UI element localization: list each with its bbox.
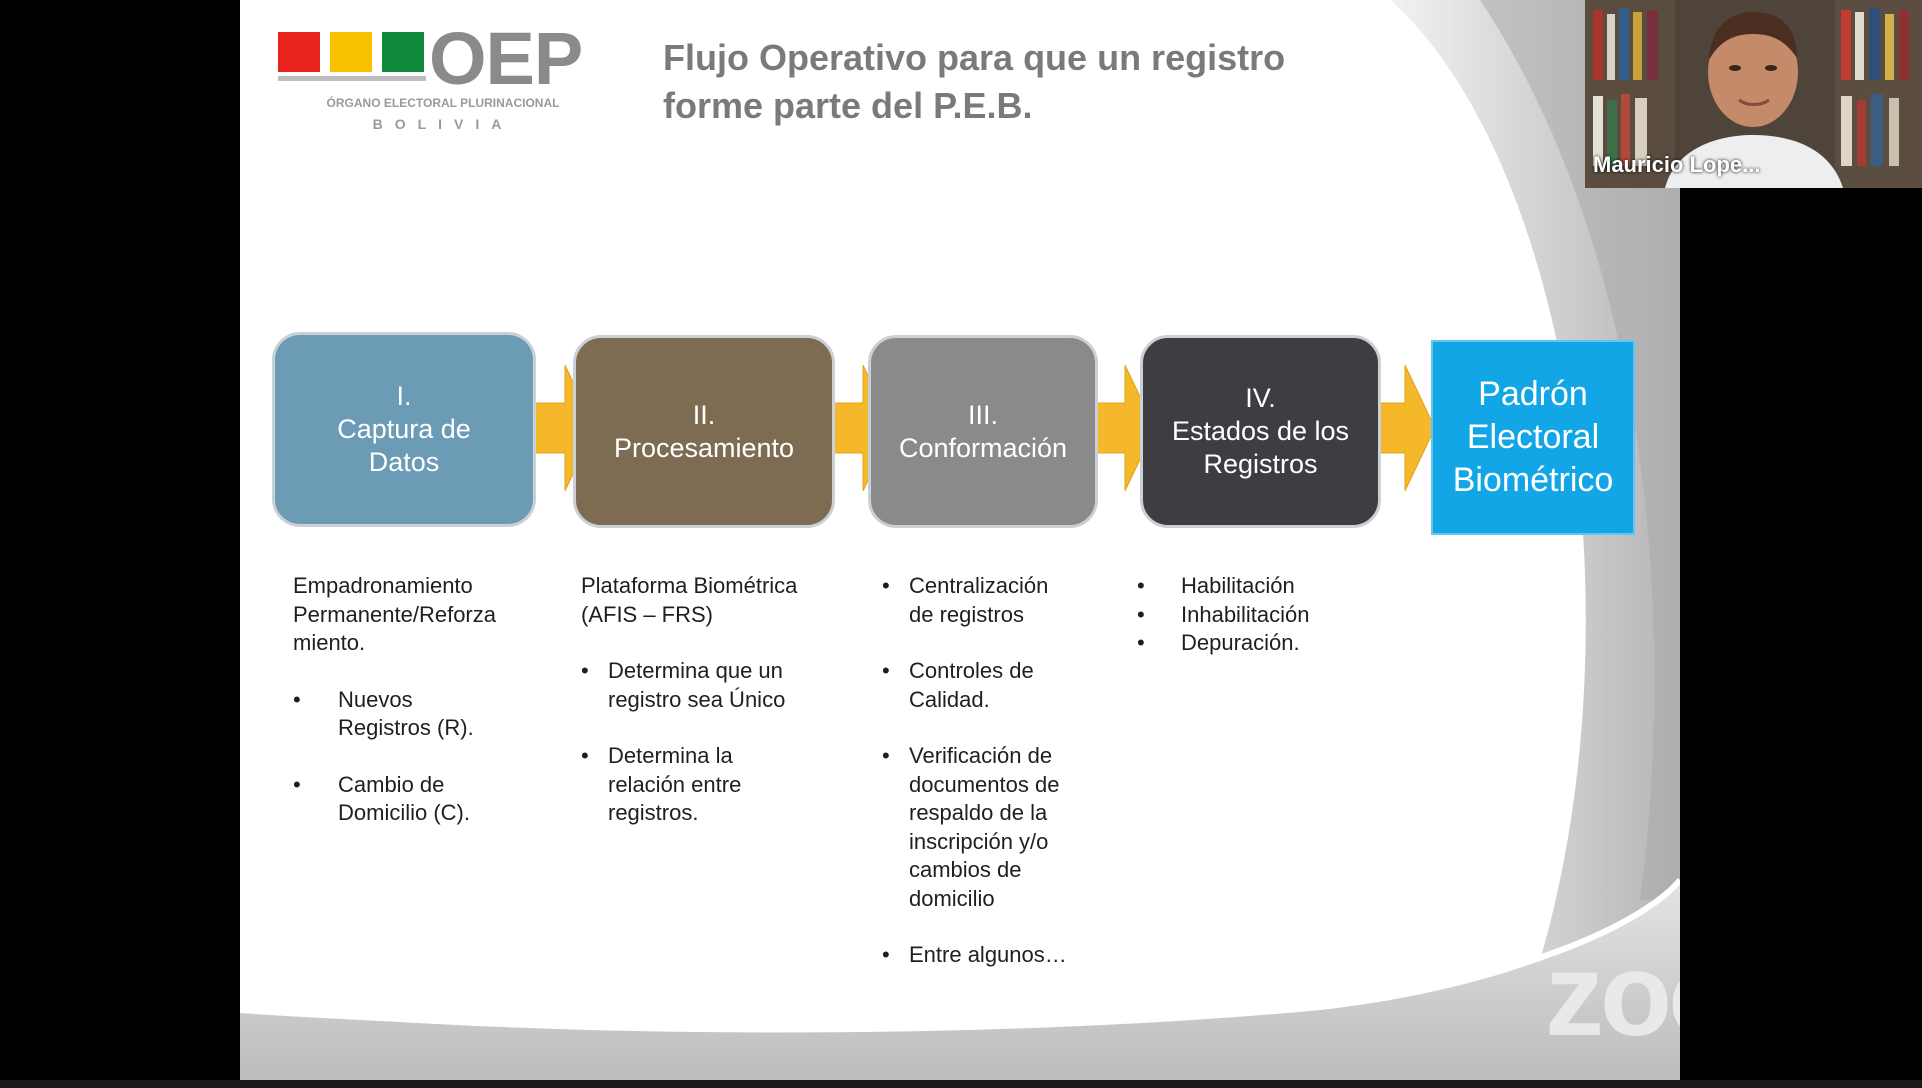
list-item-line: Entre algunos…: [909, 942, 1067, 967]
intro-line: Plataforma Biométrica: [581, 573, 798, 598]
details-estados: • Habilitación • Inhabilitación • Depura…: [1137, 572, 1377, 658]
list-item: • Nuevos Registros (R).: [293, 686, 543, 743]
intro-line: (AFIS – FRS): [581, 601, 714, 627]
details-procesamiento-intro: Plataforma Biométrica (AFIS – FRS): [581, 572, 841, 629]
list-item-line: de registros: [909, 601, 1024, 627]
step-2-number: II.: [692, 399, 716, 430]
result-line-3: Biométrico: [1452, 461, 1614, 499]
participant-video-tile[interactable]: Mauricio Lope...: [1585, 0, 1922, 188]
intro-line: Empadronamiento: [293, 573, 473, 598]
step-1-label-line-1: Captura de: [337, 414, 471, 444]
list-item-line: Determina que un: [608, 658, 783, 683]
participant-name-label: Mauricio Lope...: [1593, 152, 1761, 177]
list-item: • Centralización de registros: [882, 572, 1112, 629]
step-4-number: IV.: [1245, 383, 1276, 413]
details-captura-intro: Empadronamiento Permanente/Reforza mient…: [293, 572, 543, 658]
bullet-icon: •: [1137, 630, 1145, 655]
bullet-icon: •: [882, 942, 890, 967]
logo-country: BOLIVIA: [372, 116, 514, 132]
bullet-icon: •: [581, 658, 589, 683]
details-captura-list: • Nuevos Registros (R). • Cambio de Domi…: [293, 686, 543, 828]
logo-stripe: [278, 76, 426, 81]
details-procesamiento-list: • Determina que un registro sea Único • …: [581, 657, 841, 828]
bullet-icon: •: [882, 658, 890, 683]
intro-line: miento.: [293, 630, 366, 655]
result-padron-electoral-biometrico: Padrón Electoral Biométrico: [1431, 340, 1635, 535]
step-3-number: III.: [967, 399, 998, 430]
shared-slide: OEP ÓRGANO ELECTORAL PLURINACIONAL BOLIV…: [240, 0, 1680, 1080]
bullet-icon: •: [1137, 601, 1145, 627]
list-item-line: inscripción y/o: [909, 828, 1049, 854]
result-line-2: Electoral: [1466, 418, 1600, 456]
list-item-line: registros.: [608, 800, 699, 825]
logo-wordmark: OEP: [429, 17, 583, 100]
slide-background: [240, 0, 1680, 1080]
list-item-line: Inhabilitación: [1181, 601, 1310, 627]
list-item: • Verificación de documentos de respaldo…: [882, 742, 1112, 913]
details-conformacion: • Centralización de registros • Controle…: [882, 572, 1112, 970]
list-item-line: registro sea Único: [608, 686, 786, 712]
list-item: • Determina que un registro sea Único: [581, 657, 841, 714]
list-item-line: Habilitación: [1181, 573, 1295, 598]
list-item: • Inhabilitación: [1137, 601, 1377, 630]
list-item: • Controles de Calidad.: [882, 657, 1112, 714]
step-captura-de-datos: I. Captura de Datos: [272, 332, 536, 527]
list-item-line: Domicilio (C).: [338, 800, 470, 825]
step-conformacion: III. Conformación: [868, 335, 1098, 528]
bullet-icon: •: [581, 743, 589, 768]
list-item-line: Depuración.: [1181, 630, 1300, 655]
details-captura: Empadronamiento Permanente/Reforza mient…: [293, 572, 543, 828]
oep-logo: OEP ÓRGANO ELECTORAL PLURINACIONAL BOLIV…: [278, 22, 608, 138]
result-line-1: Padrón: [1478, 375, 1588, 413]
step-1-label-line-2: Datos: [368, 447, 440, 477]
step-4-label-line-1: Estados de los: [1171, 416, 1350, 446]
bullet-icon: •: [293, 686, 301, 712]
logo-yellow-square: [330, 32, 372, 72]
intro-line: Permanente/Reforza: [293, 601, 496, 627]
step-estados-de-los-registros: IV. Estados de los Registros: [1140, 335, 1381, 528]
list-item-line: domicilio: [909, 885, 995, 911]
list-item-line: Controles de: [909, 658, 1034, 683]
list-item: • Cambio de Domicilio (C).: [293, 771, 543, 828]
step-1-number: I.: [396, 381, 412, 411]
list-item: • Entre algunos…: [882, 941, 1112, 970]
step-2-label: Procesamiento: [613, 432, 795, 463]
step-procesamiento: II. Procesamiento: [573, 335, 835, 528]
list-item-line: Calidad.: [909, 686, 990, 712]
list-item-line: Verificación de: [909, 743, 1053, 768]
list-item-line: Determina la: [608, 743, 733, 768]
list-item-line: Registros (R).: [338, 715, 474, 740]
slide-title: Flujo Operativo para que un registro for…: [663, 34, 1423, 130]
bottom-edge-bar: [0, 1080, 1922, 1088]
list-item-line: Nuevos: [338, 686, 413, 712]
details-conformacion-list: • Centralización de registros • Controle…: [882, 572, 1112, 970]
list-item-line: relación entre: [608, 771, 742, 797]
logo-green-square: [382, 32, 424, 72]
list-item-line: Centralización: [909, 573, 1049, 598]
step-3-label: Conformación: [898, 432, 1068, 463]
bullet-icon: •: [293, 771, 301, 797]
list-item-line: respaldo de la: [909, 800, 1048, 825]
list-item-line: documentos de: [909, 771, 1060, 797]
bullet-icon: •: [882, 743, 890, 768]
details-estados-list: • Habilitación • Inhabilitación • Depura…: [1137, 572, 1377, 658]
bullet-icon: •: [1137, 573, 1145, 598]
bullet-icon: •: [882, 573, 890, 598]
list-item-line: Cambio de: [338, 771, 445, 797]
logo-red-square: [278, 32, 320, 72]
slide-title-line-1: Flujo Operativo para que un registro: [663, 37, 1286, 78]
list-item: • Determina la relación entre registros.: [581, 742, 841, 828]
zoom-watermark: zoom: [1545, 929, 1680, 1061]
list-item-line: cambios de: [909, 857, 1022, 882]
list-item: • Depuración.: [1137, 629, 1377, 658]
list-item: • Habilitación: [1137, 572, 1377, 601]
slide-title-line-2: forme parte del P.E.B.: [663, 85, 1033, 126]
details-procesamiento: Plataforma Biométrica (AFIS – FRS) • Det…: [581, 572, 841, 828]
participant-video-feed: [1585, 0, 1922, 188]
arrow-icon: [1373, 365, 1435, 491]
step-4-label-line-2: Registros: [1203, 449, 1318, 479]
logo-subtitle: ÓRGANO ELECTORAL PLURINACIONAL: [326, 96, 560, 110]
